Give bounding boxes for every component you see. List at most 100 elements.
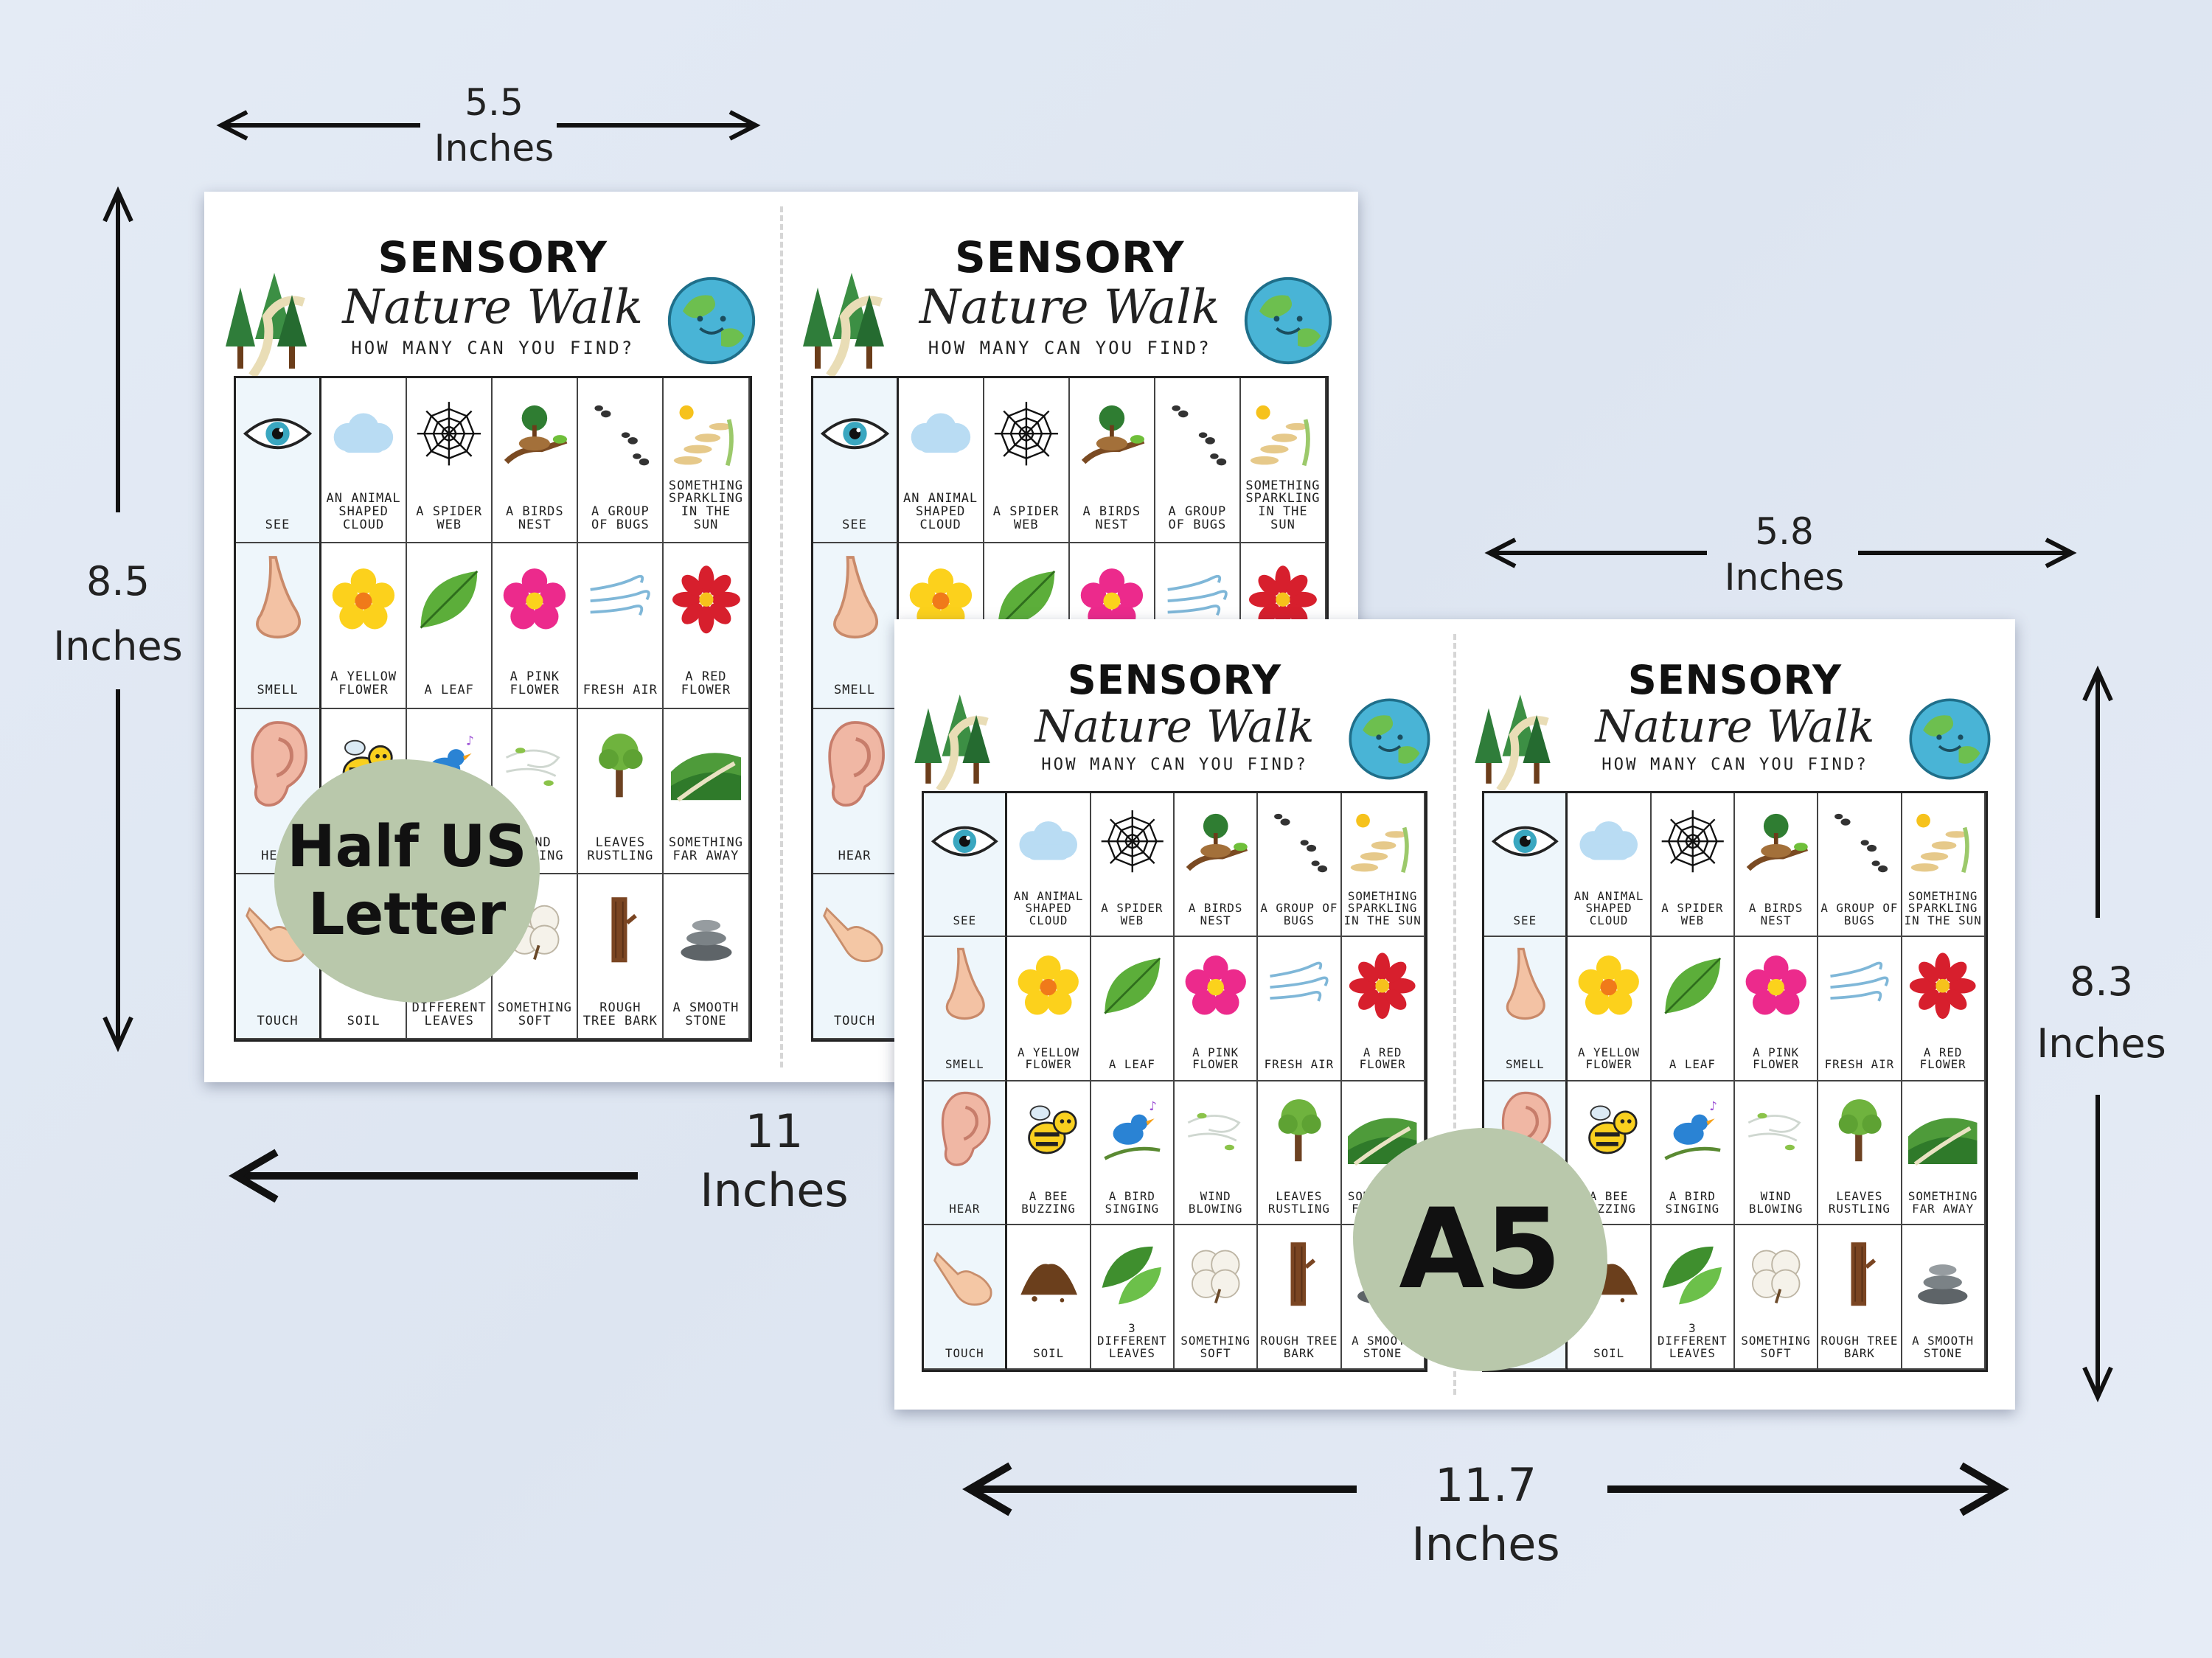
item-cell[interactable]: 3 DIFFERENT LEAVES xyxy=(1651,1225,1735,1370)
item-cell[interactable]: A GROUP OF BUGS xyxy=(1155,378,1241,544)
item-label: LEAVES RUSTLING xyxy=(587,835,654,863)
item-cell[interactable]: A LEAF xyxy=(1651,937,1735,1081)
sense-cell: SMELL xyxy=(813,543,899,709)
item-label: A SPIDER WEB xyxy=(992,504,1060,533)
leaf-icon xyxy=(1658,946,1727,1025)
item-cell[interactable]: A YELLOW FLOWER xyxy=(321,543,408,709)
item-cell[interactable]: A SPIDER WEB xyxy=(407,378,493,544)
item-cell[interactable]: A PINK FLOWER xyxy=(1734,937,1819,1081)
item-cell[interactable]: LEAVES RUSTLING xyxy=(1818,1081,1902,1226)
item-cell[interactable]: LEAVES RUSTLING xyxy=(578,708,664,874)
card-script-title: Nature Walk xyxy=(342,280,644,335)
item-cell[interactable]: SOMETHING SOFT xyxy=(1174,1225,1259,1370)
item-cell[interactable]: ♪A BIRD SINGING xyxy=(1651,1081,1735,1226)
item-label: AN ANIMAL SHAPED CLOUD xyxy=(1013,888,1084,927)
item-cell[interactable]: ROUGH TREE BARK xyxy=(578,874,664,1039)
ear-icon xyxy=(243,719,313,810)
item-cell[interactable]: SOMETHING FAR AWAY xyxy=(1902,1081,1986,1226)
item-cell[interactable]: AN ANIMAL SHAPED CLOUD xyxy=(898,378,984,544)
item-cell[interactable]: SOIL xyxy=(1007,1225,1091,1370)
nose-icon xyxy=(820,554,890,645)
item-cell[interactable]: A BEE BUZZING xyxy=(1568,1081,1652,1226)
soil-icon xyxy=(1014,1234,1082,1314)
wind-icon xyxy=(1825,946,1893,1025)
item-cell[interactable]: SOMETHING SPARKLING IN THE SUN xyxy=(1902,793,1986,938)
item-cell[interactable]: A SMOOTH STONE xyxy=(664,874,750,1039)
item-label: A BIRD SINGING xyxy=(1665,1189,1720,1216)
item-label: A SPIDER WEB xyxy=(1661,901,1724,927)
item-label: 3 DIFFERENT LEAVES xyxy=(1097,1321,1167,1360)
item-label: A BIRD SINGING xyxy=(1105,1189,1160,1216)
earth-icon xyxy=(1905,694,1994,784)
item-label: ROUGH TREE BARK xyxy=(1820,1334,1899,1360)
item-cell[interactable]: A GROUP OF BUGS xyxy=(578,378,664,544)
item-cell[interactable]: A SPIDER WEB xyxy=(1651,793,1735,938)
item-cell[interactable]: A SMOOTH STONE xyxy=(1902,1225,1986,1370)
width-label-a4-spread: 11.7 Inches xyxy=(1411,1458,1560,1571)
item-cell[interactable]: SOMETHING SOFT xyxy=(1734,1225,1819,1370)
card-subtitle: HOW MANY CAN YOU FIND? xyxy=(1041,755,1308,775)
height-label-half-letter: 8.5 Inches xyxy=(53,558,183,669)
item-cell[interactable]: A SPIDER WEB xyxy=(984,378,1070,544)
item-cell[interactable]: A BIRDS NEST xyxy=(1174,793,1259,938)
item-cell[interactable]: WIND BLOWING xyxy=(1734,1081,1819,1226)
item-cell[interactable]: A PINK FLOWER xyxy=(493,543,579,709)
sun-path-icon xyxy=(1908,801,1977,881)
item-cell[interactable]: SOMETHING SPARKLING IN THE SUN xyxy=(1240,378,1326,544)
item-cell[interactable]: A YELLOW FLOWER xyxy=(1568,937,1652,1081)
item-label: A BIRDS NEST xyxy=(1748,901,1804,927)
item-cell[interactable]: ♪A BIRD SINGING xyxy=(1091,1081,1175,1226)
item-cell[interactable]: A BIRDS NEST xyxy=(1069,378,1155,544)
yellow-flower-icon xyxy=(905,554,976,645)
nose-icon xyxy=(243,554,313,645)
item-cell[interactable]: A RED FLOWER xyxy=(664,543,750,709)
item-label: A SMOOTH STONE xyxy=(1912,1334,1975,1360)
tree-icon xyxy=(1825,1090,1893,1169)
item-cell[interactable]: LEAVES RUSTLING xyxy=(1258,1081,1342,1226)
forest-path-icon xyxy=(219,273,315,379)
wind-leaves-icon xyxy=(1181,1090,1250,1169)
item-label: FRESH AIR xyxy=(1264,1057,1335,1072)
item-cell[interactable]: A PINK FLOWER xyxy=(1174,937,1259,1081)
item-cell[interactable]: SOMETHING FAR AWAY xyxy=(664,708,750,874)
sense-label: SMELL xyxy=(833,683,876,698)
item-cell[interactable]: A BIRDS NEST xyxy=(493,378,579,544)
item-cell[interactable]: FRESH AIR xyxy=(578,543,664,709)
item-label: ROUGH TREE BARK xyxy=(1260,1334,1338,1360)
item-cell[interactable]: A BEE BUZZING xyxy=(1007,1081,1091,1226)
item-cell[interactable]: AN ANIMAL SHAPED CLOUD xyxy=(321,378,408,544)
item-cell[interactable]: SOMETHING SPARKLING IN THE SUN xyxy=(664,378,750,544)
item-cell[interactable]: ROUGH TREE BARK xyxy=(1818,1225,1902,1370)
item-cell[interactable]: AN ANIMAL SHAPED CLOUD xyxy=(1007,793,1091,938)
item-cell[interactable]: A YELLOW FLOWER xyxy=(1007,937,1091,1081)
wind-leaves-icon xyxy=(499,719,570,810)
item-cell[interactable]: A GROUP OF BUGS xyxy=(1258,793,1342,938)
sense-cell: SMELL xyxy=(236,543,322,709)
item-label: 3 DIFFERENT LEAVES xyxy=(1658,1321,1728,1360)
width-label-a5: 5.8 Inches xyxy=(1724,510,1845,599)
item-cell[interactable]: ROUGH TREE BARK xyxy=(1258,1225,1342,1370)
ear-icon xyxy=(820,719,890,810)
item-cell[interactable]: FRESH AIR xyxy=(1818,937,1902,1081)
sense-cell: TOUCH xyxy=(813,874,899,1039)
item-label: WIND BLOWING xyxy=(1188,1189,1243,1216)
item-cell[interactable]: A RED FLOWER xyxy=(1902,937,1986,1081)
item-cell[interactable]: A SPIDER WEB xyxy=(1091,793,1175,938)
item-label: A SPIDER WEB xyxy=(416,504,483,533)
card-subtitle: HOW MANY CAN YOU FIND? xyxy=(1601,755,1868,775)
item-cell[interactable]: A GROUP OF BUGS xyxy=(1818,793,1902,938)
item-cell[interactable]: 3 DIFFERENT LEAVES xyxy=(1091,1225,1175,1370)
item-label: SOMETHING SPARKLING IN THE SUN xyxy=(1343,888,1422,927)
item-cell[interactable]: SOMETHING SPARKLING IN THE SUN xyxy=(1341,793,1425,938)
item-cell[interactable]: A LEAF xyxy=(407,543,493,709)
item-cell[interactable]: AN ANIMAL SHAPED CLOUD xyxy=(1568,793,1652,938)
sense-label: SEE xyxy=(265,518,291,533)
card-subtitle: HOW MANY CAN YOU FIND? xyxy=(351,338,635,358)
item-cell[interactable]: WIND BLOWING xyxy=(1174,1081,1259,1226)
item-cell[interactable]: A BIRDS NEST xyxy=(1734,793,1819,938)
forest-path-icon xyxy=(908,694,998,793)
item-cell[interactable]: FRESH AIR xyxy=(1258,937,1342,1081)
item-cell[interactable]: A RED FLOWER xyxy=(1341,937,1425,1081)
item-cell[interactable]: A LEAF xyxy=(1091,937,1175,1081)
badge-line-2: Letter xyxy=(307,882,507,948)
